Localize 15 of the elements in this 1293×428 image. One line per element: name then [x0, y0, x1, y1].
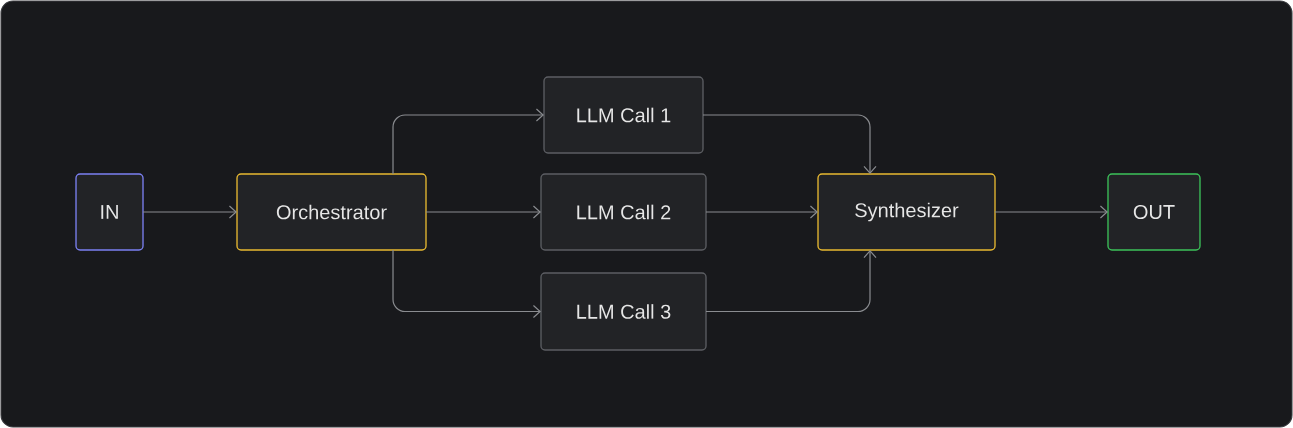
output-box: OUT [1107, 173, 1201, 251]
arrow [142, 205, 237, 219]
arrow [425, 205, 541, 219]
process-box: LLM Call 1 [543, 76, 704, 154]
process-box: LLM Call 2 [540, 173, 707, 251]
process-box: LLM Call 3 [540, 272, 707, 351]
arrow [994, 205, 1108, 219]
arrow [705, 205, 818, 219]
process-box: Orchestrator [236, 173, 427, 251]
input-box: IN [75, 173, 144, 251]
arrow [702, 114, 877, 174]
arrow [392, 249, 541, 319]
process-box: Synthesizer [817, 173, 996, 251]
arrow [392, 108, 544, 175]
arrow [705, 250, 877, 313]
